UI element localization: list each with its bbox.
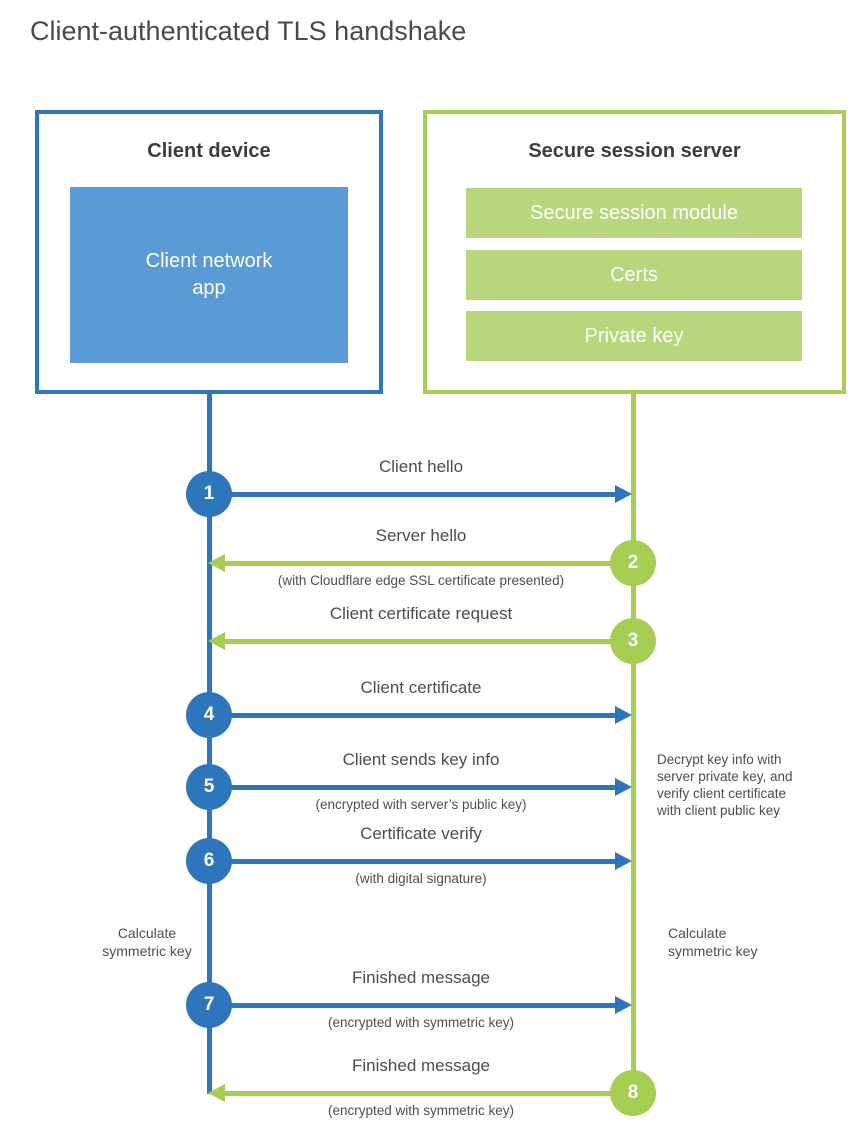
step-sublabel-7: (encrypted with symmetric key) bbox=[327, 1015, 515, 1030]
step-arrowhead-4 bbox=[615, 706, 632, 724]
server-module-private-key: Private key bbox=[466, 311, 802, 361]
step-circle-1: 1 bbox=[186, 471, 232, 517]
step-label-7: Finished message bbox=[352, 968, 490, 987]
step-arrow-8 bbox=[225, 1090, 633, 1096]
client-lifeline bbox=[206, 394, 212, 1094]
step-arrow-4 bbox=[209, 712, 616, 718]
step-label-6: Certificate verify bbox=[360, 824, 482, 843]
secure-session-server-box: Secure session server Secure session mod… bbox=[423, 110, 846, 394]
step-arrowhead-3 bbox=[208, 632, 225, 650]
step-sublabel-8: (encrypted with symmetric key) bbox=[327, 1103, 515, 1118]
secure-session-server-title: Secure session server bbox=[528, 140, 741, 162]
calculate-symmetric-key-note-client: Calculate symmetric key bbox=[102, 925, 192, 959]
step-sublabel-2: (with Cloudflare edge SSL certificate pr… bbox=[277, 573, 565, 588]
client-network-app-box: Client network app bbox=[70, 187, 348, 363]
step-label-5: Client sends key info bbox=[342, 750, 500, 769]
step-circle-6: 6 bbox=[186, 838, 232, 884]
step-circle-3: 3 bbox=[610, 618, 656, 664]
server-lifeline bbox=[630, 394, 636, 1093]
step-label-4: Client certificate bbox=[360, 678, 482, 697]
step-arrowhead-5 bbox=[615, 778, 632, 796]
server-module-secure-session: Secure session module bbox=[466, 188, 802, 238]
step-arrowhead-7 bbox=[615, 996, 632, 1014]
step-label-3: Client certificate request bbox=[329, 604, 513, 623]
client-network-app-label: Client network app bbox=[145, 250, 273, 299]
step-arrow-7 bbox=[209, 1002, 616, 1008]
step-circle-5: 5 bbox=[186, 764, 232, 810]
step-arrow-5 bbox=[209, 784, 616, 790]
calculate-symmetric-key-note-server: Calculate symmetric key bbox=[668, 925, 758, 959]
step-circle-8: 8 bbox=[610, 1070, 656, 1116]
step-arrow-1 bbox=[209, 491, 616, 497]
step-arrow-2 bbox=[225, 560, 633, 566]
decrypt-key-info-note: Decrypt key info with server private key… bbox=[657, 752, 793, 819]
step-arrowhead-6 bbox=[615, 852, 632, 870]
step-arrow-3 bbox=[225, 638, 633, 644]
step-circle-2: 2 bbox=[610, 540, 656, 586]
step-arrowhead-2 bbox=[208, 554, 225, 572]
page-title: Client-authenticated TLS handshake bbox=[30, 16, 467, 46]
server-module-certs: Certs bbox=[466, 250, 802, 300]
client-device-title: Client device bbox=[147, 140, 271, 162]
step-sublabel-5: (encrypted with server’s public key) bbox=[315, 797, 527, 812]
step-arrow-6 bbox=[209, 858, 616, 864]
step-circle-4: 4 bbox=[186, 692, 232, 738]
step-label-2: Server hello bbox=[375, 526, 467, 545]
step-sublabel-6: (with digital signature) bbox=[355, 871, 487, 886]
step-arrowhead-8 bbox=[208, 1084, 225, 1102]
step-label-1: Client hello bbox=[378, 457, 464, 476]
step-label-8: Finished message bbox=[352, 1056, 490, 1075]
step-circle-7: 7 bbox=[186, 982, 232, 1028]
client-device-box: Client device Client network app bbox=[35, 110, 383, 394]
step-arrowhead-1 bbox=[615, 485, 632, 503]
